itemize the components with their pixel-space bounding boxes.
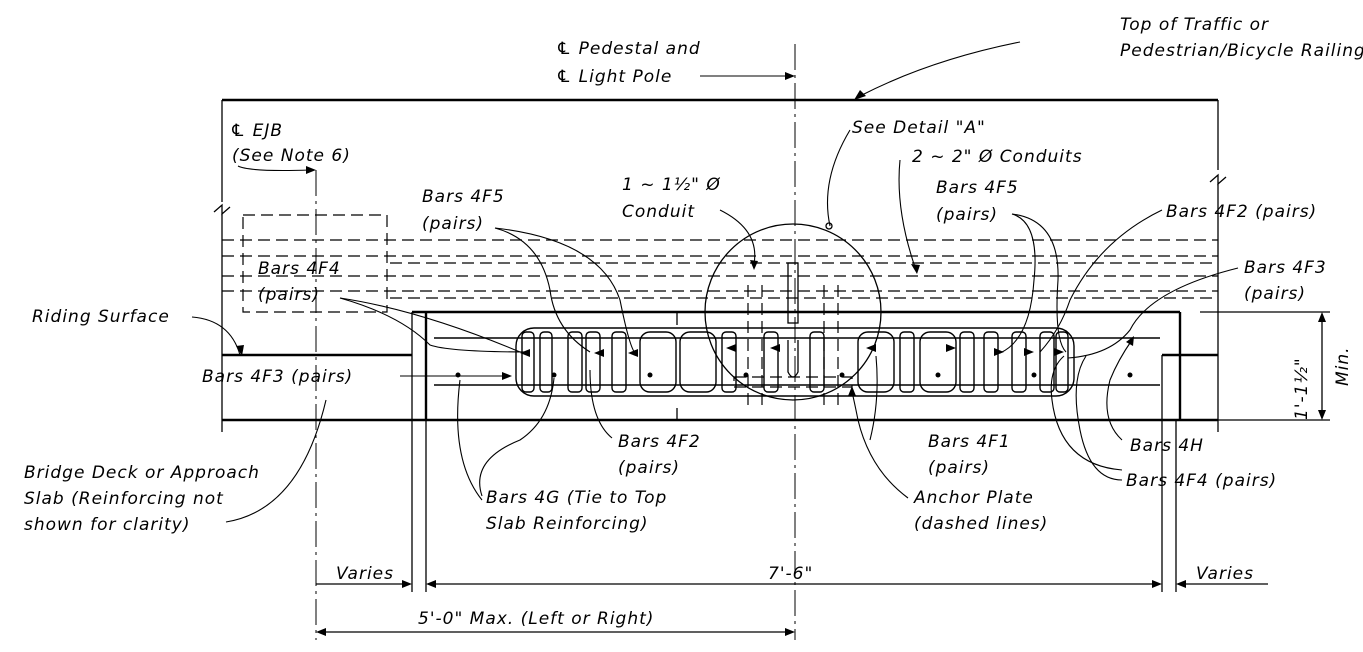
label-bars-4h: Bars 4H	[1130, 436, 1204, 456]
label-anchor-plate-2: (dashed lines)	[914, 514, 1048, 534]
rebar-cage	[434, 327, 1160, 397]
dimension-lines	[316, 311, 1330, 636]
label-bars-4f3-right-1: Bars 4F3	[1244, 258, 1327, 278]
label-conduit-1-a: 1 ~ 1½" Ø	[622, 175, 721, 195]
label-conduits-2: 2 ~ 2" Ø Conduits	[912, 147, 1083, 167]
label-cl-ejb-2: (See Note 6)	[232, 146, 351, 166]
deck-slab	[222, 353, 1218, 422]
label-bars-4f4-left-1: Bars 4F4	[258, 259, 341, 279]
label-dim-length: 7'-6"	[768, 564, 813, 584]
label-dim-height: 1'-1½"	[1292, 357, 1312, 420]
railing-outline	[213, 98, 1227, 432]
label-bars-4f2-bottom-1: Bars 4F2	[618, 432, 701, 452]
label-bars-4f4-left-2: (pairs)	[258, 285, 320, 305]
label-bars-4f2-bottom-2: (pairs)	[618, 458, 680, 478]
label-bridge-deck-3: shown for clarity)	[24, 515, 190, 535]
detail-a-circle	[704, 223, 882, 401]
label-bars-4f5-left-1: Bars 4F5	[422, 187, 505, 207]
label-conduit-1-b: Conduit	[622, 202, 695, 222]
label-top-railing-2: Pedestrian/Bicycle Railing	[1120, 41, 1363, 61]
label-see-detail: See Detail "A"	[852, 118, 986, 138]
rebar-dots	[455, 372, 1133, 378]
label-bars-4f1-1: Bars 4F1	[928, 432, 1011, 452]
label-bars-4f5-right-1: Bars 4F5	[936, 178, 1019, 198]
label-riding-surface: Riding Surface	[32, 307, 170, 327]
label-bars-4f2-top: Bars 4F2 (pairs)	[1166, 202, 1317, 222]
label-dim-max: 5'-0" Max. (Left or Right)	[418, 609, 654, 629]
label-bars-4f3-right-2: (pairs)	[1244, 284, 1306, 304]
rebar-stirrups	[521, 331, 1069, 393]
conduit-lines	[222, 214, 1218, 313]
label-bars-4f4-right: Bars 4F4 (pairs)	[1126, 471, 1277, 491]
label-bars-4g-2: Slab Reinforcing)	[486, 514, 649, 534]
text-labels: ℄ Pedestal and ℄ Light Pole Top of Traff…	[24, 15, 1363, 629]
label-bars-4f1-2: (pairs)	[928, 458, 990, 478]
label-bridge-deck-1: Bridge Deck or Approach	[24, 463, 260, 483]
label-cl-ejb-1: ℄ EJB	[230, 121, 283, 141]
label-top-railing-1: Top of Traffic or	[1120, 15, 1269, 35]
pedestal-outline	[411, 310, 1182, 420]
label-varies-right: Varies	[1196, 564, 1254, 584]
label-varies-left: Varies	[336, 564, 394, 584]
label-cl-pedestal-1: ℄ Pedestal and	[556, 39, 701, 59]
label-bars-4g-1: Bars 4G (Tie to Top	[486, 488, 667, 508]
rebar-arrows	[520, 344, 1064, 357]
label-bridge-deck-2: Slab (Reinforcing not	[24, 489, 224, 509]
label-cl-pedestal-2: ℄ Light Pole	[556, 67, 672, 87]
label-dim-min: Min.	[1333, 346, 1353, 386]
anchor-assembly	[704, 223, 882, 405]
leader-lines	[191, 41, 1239, 523]
label-bars-4f5-right-2: (pairs)	[936, 205, 998, 225]
label-bars-4f3-left: Bars 4F3 (pairs)	[202, 367, 353, 387]
label-anchor-plate-1: Anchor Plate	[913, 488, 1034, 508]
label-bars-4f5-left-2: (pairs)	[422, 214, 484, 234]
